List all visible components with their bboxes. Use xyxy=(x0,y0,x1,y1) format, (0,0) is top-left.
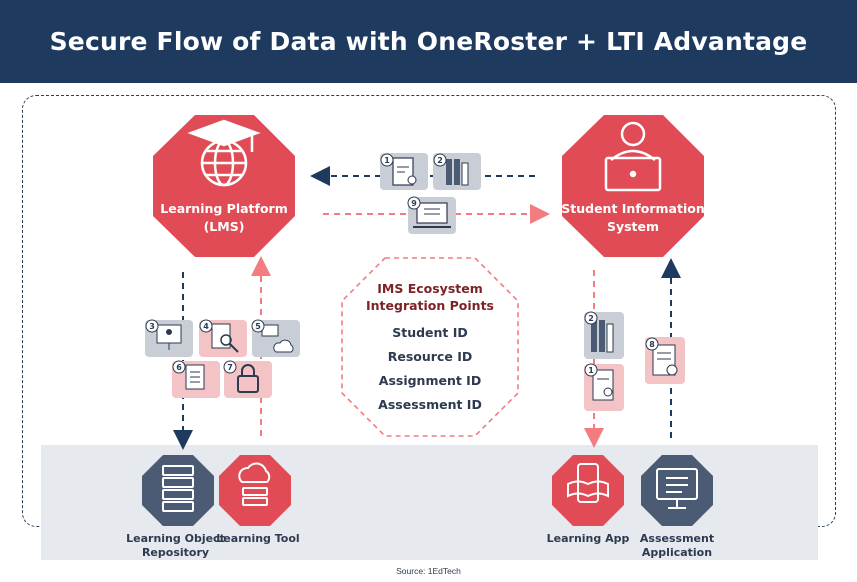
assessment-label: Assessment Application xyxy=(639,532,715,559)
lock-tile xyxy=(224,361,272,398)
tool-octagon xyxy=(219,455,291,526)
badge-7-label: 7 xyxy=(227,363,233,372)
badge-4 xyxy=(199,319,213,333)
ecosystem-item-assessment-id: Assessment ID xyxy=(378,397,482,412)
ecosystem-item-assignment-id: Assignment ID xyxy=(378,373,482,388)
tool-label: Learning Tool xyxy=(216,532,300,545)
badge-2-top-label: 2 xyxy=(437,156,443,165)
app-label: Learning App xyxy=(546,532,630,545)
badge-9-label: 9 xyxy=(411,199,417,208)
badge-2-top xyxy=(433,153,447,167)
lms-label: Learning Platform (LMS) xyxy=(160,201,288,234)
badge-1-top-label: 1 xyxy=(384,156,390,165)
ecosystem-octagon xyxy=(341,257,519,437)
badge-2-right xyxy=(584,311,598,325)
badge-7 xyxy=(223,360,237,374)
badge-3-label: 3 xyxy=(149,322,155,331)
badge-6 xyxy=(172,360,186,374)
app-octagon xyxy=(552,455,624,526)
phone-book-icon xyxy=(567,463,609,503)
sis-octagon xyxy=(562,115,704,257)
source-credit: Source: 1EdTech xyxy=(396,566,461,576)
badge-6-label: 6 xyxy=(176,363,182,372)
sis-label: Student Information System xyxy=(561,201,705,234)
ecosystem-title: IMS Ecosystem Integration Points xyxy=(366,281,494,313)
badge-8-label: 8 xyxy=(649,340,655,349)
ecosystem-item-resource-id: Resource ID xyxy=(387,349,473,364)
badge-1-top xyxy=(380,153,394,167)
ecosystem-item-student-id: Student ID xyxy=(392,325,468,340)
assessment-octagon xyxy=(641,455,713,526)
cloud-network-tile xyxy=(252,320,300,357)
badge-3 xyxy=(145,319,159,333)
cloud-server-icon xyxy=(238,462,271,506)
badge-2-right-label: 2 xyxy=(588,314,594,323)
badge-8 xyxy=(645,337,659,351)
graduation-globe-icon xyxy=(187,119,261,187)
badge-1-right xyxy=(584,363,598,377)
lor-label: Learning Object Repository xyxy=(126,532,225,559)
badge-1-right-label: 1 xyxy=(588,366,594,375)
badge-5-label: 5 xyxy=(255,322,261,331)
laptop-book-tile xyxy=(408,197,456,234)
page-title: Secure Flow of Data with OneRoster + LTI… xyxy=(0,0,857,83)
server-rack-icon xyxy=(162,465,194,512)
badge-9 xyxy=(407,196,421,210)
student-laptop-icon xyxy=(604,121,662,192)
badge-4-label: 4 xyxy=(203,322,209,331)
badge-5 xyxy=(251,319,265,333)
monitor-checklist-icon xyxy=(656,468,698,509)
